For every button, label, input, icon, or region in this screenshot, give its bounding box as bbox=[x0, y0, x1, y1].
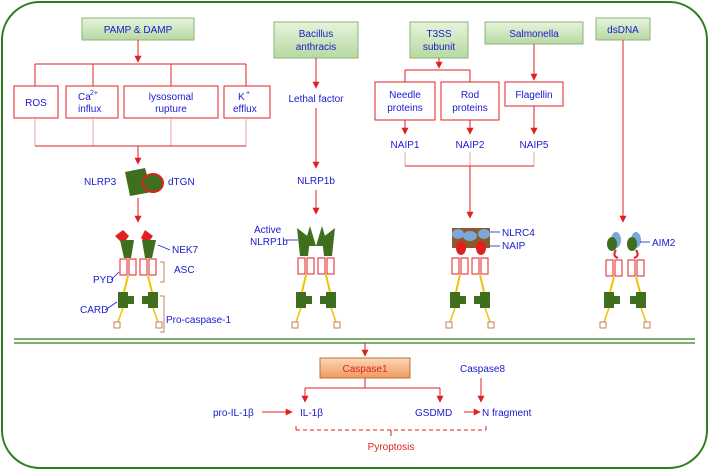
trigger-boxes: ROS Ca 2+ influx lysosomal rupture K + e… bbox=[13, 85, 271, 119]
label-aim2: AIM2 bbox=[652, 238, 676, 249]
label-pyd: PYD bbox=[93, 275, 114, 286]
nlrc4-tree bbox=[404, 44, 538, 82]
trigger-ca: Ca bbox=[78, 92, 91, 103]
label-dtgn: dTGN bbox=[168, 177, 195, 188]
source-bacillus-anthracis: Bacillus anthracis bbox=[273, 21, 359, 59]
source-t3ss-subunit: T3SS subunit bbox=[409, 21, 469, 59]
label-asc: ASC bbox=[174, 265, 195, 276]
svg-text:proteins: proteins bbox=[387, 103, 423, 114]
label-active: Active bbox=[254, 225, 282, 236]
nlrp3-merge-lines bbox=[34, 118, 247, 165]
label-naip: NAIP bbox=[502, 241, 526, 252]
label-nlrp1b: NLRP1b bbox=[297, 176, 335, 187]
label-nlrp3: NLRP3 bbox=[84, 177, 117, 188]
flagellin: Flagellin bbox=[515, 90, 552, 101]
label-il1b: IL-1β bbox=[300, 408, 323, 419]
nlrp3-dtgn-icon bbox=[125, 168, 164, 196]
label-pro-caspase-1: Pro-caspase-1 bbox=[166, 315, 231, 326]
trigger-k-sup: + bbox=[246, 90, 250, 97]
trigger-k-efflux: efflux bbox=[233, 104, 257, 115]
label-n-fragment: N fragment bbox=[482, 408, 532, 419]
svg-text:Bacillus: Bacillus bbox=[299, 29, 333, 40]
label-lethal-factor: Lethal factor bbox=[288, 94, 344, 105]
pyroptosis-bracket bbox=[295, 426, 487, 436]
nlrc4-molecule bbox=[445, 228, 495, 329]
trigger-k: K bbox=[238, 92, 245, 103]
source-dsdna: dsDNA bbox=[595, 17, 651, 41]
svg-text:anthracis: anthracis bbox=[296, 42, 337, 53]
bacterial-protein-boxes: Needle proteins Rod proteins Flagellin bbox=[374, 81, 564, 121]
label-caspase8: Caspase8 bbox=[460, 364, 505, 375]
svg-text:dsDNA: dsDNA bbox=[607, 25, 639, 36]
naip-arrows bbox=[401, 106, 538, 219]
label-pro-il1b: pro-IL-1β bbox=[213, 408, 254, 419]
trigger-ros: ROS bbox=[25, 98, 47, 109]
aim2-molecule bbox=[599, 232, 651, 329]
trigger-rupture: rupture bbox=[155, 104, 187, 115]
source-salmonella: Salmonella bbox=[484, 21, 584, 45]
trigger-ca-sup: 2+ bbox=[90, 90, 98, 97]
label-active-nlrp1b: NLRP1b bbox=[250, 237, 288, 248]
svg-text:Caspase1: Caspase1 bbox=[342, 364, 387, 375]
label-gsdmd: GSDMD bbox=[415, 408, 452, 419]
svg-text:PAMP & DAMP: PAMP & DAMP bbox=[104, 25, 173, 36]
label-naip5: NAIP5 bbox=[520, 140, 549, 151]
nlrp1b-molecule bbox=[291, 226, 341, 329]
source-pamp-damp: PAMP & DAMP bbox=[81, 17, 195, 41]
caspase-output-arrows bbox=[262, 378, 485, 416]
label-naip2: NAIP2 bbox=[456, 140, 485, 151]
trigger-ca-influx: influx bbox=[78, 104, 101, 115]
label-card: CARD bbox=[80, 305, 108, 316]
svg-text:T3SS: T3SS bbox=[426, 29, 451, 40]
label-nek7: NEK7 bbox=[172, 245, 199, 256]
nlrp3-inflammasome-molecule bbox=[113, 230, 163, 329]
rod-proteins: Rod bbox=[461, 90, 479, 101]
label-nlrc4: NLRC4 bbox=[502, 228, 535, 239]
caspase1-box: Caspase1 bbox=[319, 357, 411, 379]
trigger-lysosomal: lysosomal bbox=[149, 92, 193, 103]
label-pyroptosis: Pyroptosis bbox=[368, 442, 415, 453]
svg-text:subunit: subunit bbox=[423, 42, 455, 53]
nlrp3-pathway bbox=[34, 40, 247, 86]
label-naip1: NAIP1 bbox=[391, 140, 420, 151]
needle-proteins: Needle bbox=[389, 90, 421, 101]
svg-text:proteins: proteins bbox=[452, 103, 488, 114]
svg-text:Salmonella: Salmonella bbox=[509, 29, 559, 40]
